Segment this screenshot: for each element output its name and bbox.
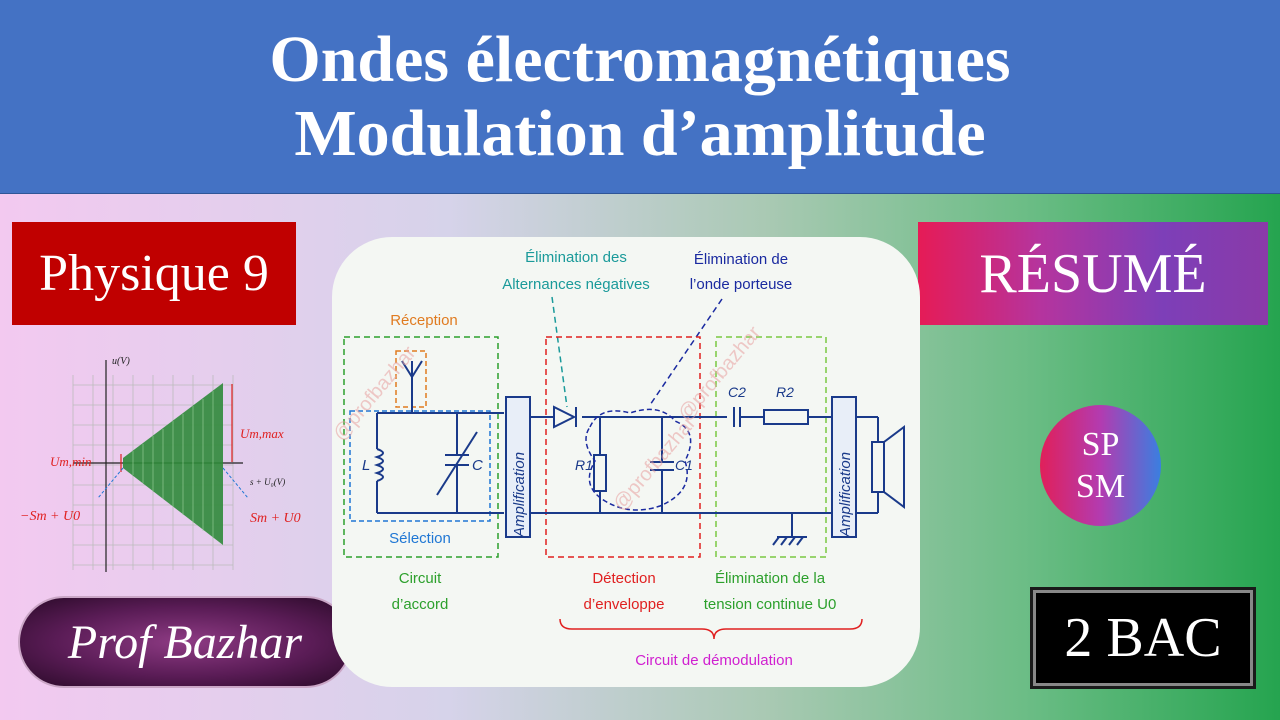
amplifier-2 xyxy=(831,396,857,538)
label-R1: R1 xyxy=(575,457,593,473)
filter-highlight xyxy=(585,408,692,511)
amplification-label-1: Amplification xyxy=(511,452,528,538)
elim-port-pointer xyxy=(649,298,723,406)
elim-neg-line1: Élimination des xyxy=(525,249,627,266)
circuit-svg: Élimination des Alternances négatives Él… xyxy=(332,249,905,669)
title-line-1: Ondes électromagnétiques xyxy=(269,22,1011,96)
accord-line2: d’accord xyxy=(392,596,449,613)
inductor-icon xyxy=(373,448,384,482)
capacitor-c1-icon xyxy=(650,461,674,471)
right-pointer xyxy=(222,467,249,499)
detection-line1: Détection xyxy=(592,570,655,587)
detection-line2: d’enveloppe xyxy=(584,596,665,613)
label-L: L xyxy=(362,457,370,474)
antenna-head xyxy=(401,360,423,379)
level-badge: SP SM xyxy=(1040,405,1161,526)
bac-badge: 2 BAC xyxy=(1030,587,1256,689)
elim-neg-line2: Alternances négatives xyxy=(502,276,650,293)
title-line-2: Modulation d’amplitude xyxy=(294,96,986,170)
selection-label: Sélection xyxy=(389,530,451,547)
sp-label: SP xyxy=(1081,425,1120,463)
capacitor-c2-icon xyxy=(733,407,741,427)
physique-badge: Physique 9 xyxy=(12,222,296,325)
graph-x-label: s + U₀(V) xyxy=(250,477,285,487)
demodulation-label: Circuit de démodulation xyxy=(635,652,793,669)
ground-icon xyxy=(772,536,807,546)
graph-y-label: u(V) xyxy=(112,356,130,367)
accord-box xyxy=(343,336,499,558)
detection-box xyxy=(545,336,701,558)
resistor-r1-icon xyxy=(593,454,607,492)
reception-label: Réception xyxy=(390,312,458,329)
umax-label: Um,max xyxy=(240,426,284,441)
left-pointer xyxy=(97,467,124,499)
amplifier-1 xyxy=(505,396,531,538)
label-C1: C1 xyxy=(675,457,693,473)
resistor-r2-icon xyxy=(763,409,809,425)
sm-label: SM xyxy=(1075,467,1126,505)
selection-box xyxy=(349,410,491,522)
elim-port-line2: l’onde porteuse xyxy=(690,276,793,293)
label-C: C xyxy=(472,457,483,474)
elim-tension-box xyxy=(715,336,827,558)
resume-badge: RÉSUMÉ xyxy=(918,222,1268,325)
elim-port-line1: Élimination de xyxy=(694,251,788,268)
elim-neg-pointer xyxy=(551,296,568,408)
variable-capacitor-icon xyxy=(436,431,478,496)
amplification-label-2: Amplification xyxy=(837,452,854,538)
umin-label: Um,min xyxy=(50,454,92,469)
author-badge: Prof Bazhar xyxy=(18,596,352,688)
right-label: Sm + U0 xyxy=(250,511,301,526)
left-label: −Sm + U0 xyxy=(20,509,80,524)
label-R2: R2 xyxy=(776,384,794,400)
modulation-graph: u(V) s + U₀(V) Um,max Um,min −Sm + U0 Sm… xyxy=(20,356,301,572)
elim-tension-line2: tension continue U0 xyxy=(704,596,837,613)
carrier-lines xyxy=(132,391,214,539)
demodulation-brace xyxy=(559,618,863,640)
demodulation-diagram: Élimination des Alternances négatives Él… xyxy=(332,237,920,687)
accord-line1: Circuit xyxy=(399,570,442,587)
diode-icon xyxy=(553,405,577,429)
elim-tension-line1: Élimination de la xyxy=(715,570,826,587)
circuit-wires xyxy=(376,412,832,537)
label-C2: C2 xyxy=(728,384,746,400)
speaker-icon xyxy=(856,416,905,514)
title-banner: Ondes électromagnétiques Modulation d’am… xyxy=(0,0,1280,194)
